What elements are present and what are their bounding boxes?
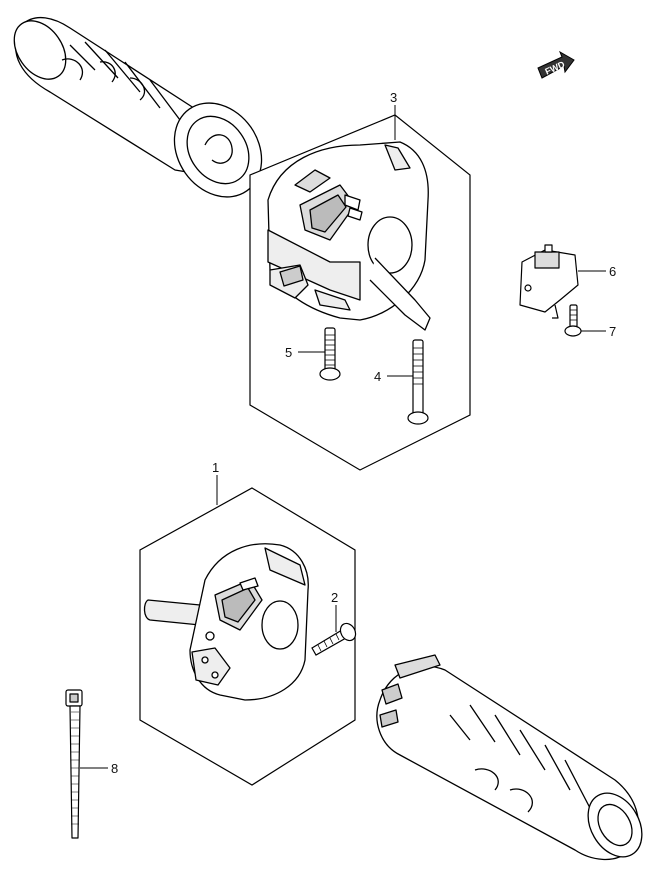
callout-8: 8 <box>80 761 118 776</box>
callout-1: 1 <box>212 460 219 505</box>
callout-6: 6 <box>578 264 616 279</box>
callout-label-2: 2 <box>331 590 338 605</box>
left-handlebar-switch <box>143 543 309 701</box>
fwd-label: FWD <box>543 59 566 77</box>
callout-label-7: 7 <box>609 324 616 339</box>
callout-3: 3 <box>390 90 397 140</box>
right-handlebar-switch <box>267 141 431 331</box>
callout-label-6: 6 <box>609 264 616 279</box>
callout-label-3: 3 <box>390 90 397 105</box>
long-screw <box>407 339 429 425</box>
switch-screw <box>311 622 357 656</box>
short-screw <box>319 327 341 381</box>
fwd-direction-badge: FWD <box>537 50 575 79</box>
callout-label-5: 5 <box>285 345 292 360</box>
callout-5: 5 <box>285 345 325 360</box>
right-handlebar-grip <box>376 654 643 861</box>
callout-2: 2 <box>331 590 338 632</box>
left-handlebar-grip <box>13 16 263 198</box>
callout-4: 4 <box>374 369 413 384</box>
fwd-arrow-icon <box>537 50 575 79</box>
cable-tie <box>65 689 83 839</box>
callout-label-4: 4 <box>374 369 381 384</box>
callout-label-8: 8 <box>111 761 118 776</box>
callout-7: 7 <box>581 324 616 339</box>
small-screw <box>564 304 582 337</box>
small-switch <box>519 244 579 319</box>
callout-label-1: 1 <box>212 460 219 475</box>
